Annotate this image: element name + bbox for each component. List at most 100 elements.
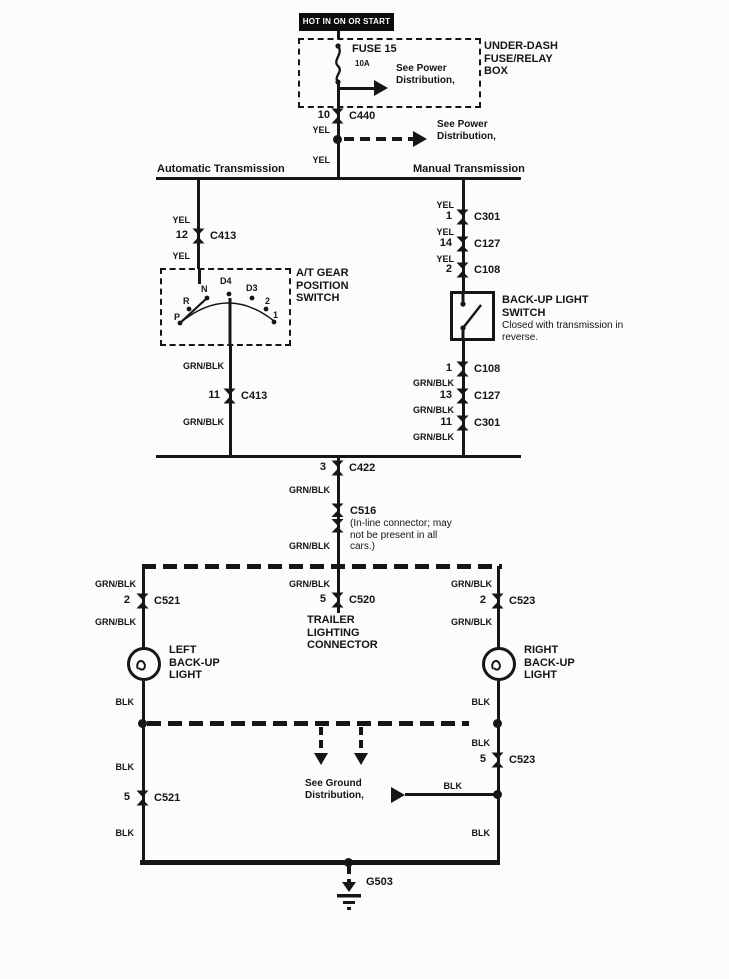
arrow-right-icon bbox=[413, 131, 427, 147]
c301-top-connector-icon bbox=[456, 209, 469, 225]
gear-position-p: P bbox=[174, 312, 181, 322]
wire-color-label: BLK bbox=[115, 828, 135, 838]
wire-color-label: GRN/BLK bbox=[183, 417, 224, 427]
c521-bottom-label: C521 bbox=[154, 792, 181, 804]
backup-light-switch-label: BACK-UP LIGHT SWITCH bbox=[502, 294, 589, 319]
wire-color-label: BLK bbox=[115, 697, 135, 707]
gear-position-d4: D4 bbox=[220, 276, 232, 286]
c520-pin: 5 bbox=[319, 593, 326, 605]
wire-color-label: GRN/BLK bbox=[95, 617, 136, 627]
c520-label: C520 bbox=[349, 594, 376, 606]
fuse-icon bbox=[335, 43, 341, 85]
switch-contact-icon bbox=[460, 294, 482, 339]
wire-color-label: BLK bbox=[471, 697, 491, 707]
wire-color-label: GRN/BLK bbox=[413, 378, 454, 388]
c440-pin: 10 bbox=[317, 109, 330, 121]
wire-color-label: YEL bbox=[312, 155, 330, 165]
section-title-manual: Manual Transmission bbox=[413, 163, 525, 175]
c127-top-label: C127 bbox=[474, 238, 501, 250]
c108-top-label: C108 bbox=[474, 264, 501, 276]
c521-bottom-pin: 5 bbox=[123, 791, 130, 803]
c413-bottom-pin: 11 bbox=[208, 389, 220, 401]
wire-color-label: YEL bbox=[436, 227, 454, 237]
backup-light-switch-box bbox=[450, 291, 495, 341]
c516-note: (In-line connector; may not be present i… bbox=[350, 518, 452, 552]
gear-selector-icon bbox=[177, 268, 277, 346]
section-title-automatic: Automatic Transmission bbox=[157, 163, 285, 175]
c127-bottom-pin: 13 bbox=[439, 389, 452, 401]
c301-top-pin: 1 bbox=[445, 210, 452, 222]
dashed-wire bbox=[347, 866, 351, 882]
wire-color-label: GRN/BLK bbox=[289, 541, 330, 551]
see-ground-note: See Ground Distribution, bbox=[305, 778, 364, 801]
fuse-relay-box bbox=[298, 38, 481, 108]
c523-bottom-label: C523 bbox=[509, 754, 536, 766]
wire-color-label: GRN/BLK bbox=[183, 361, 224, 371]
c301-top-label: C301 bbox=[474, 211, 501, 223]
c516-label: C516 bbox=[350, 505, 377, 517]
wire-color-label: BLK bbox=[443, 781, 463, 791]
c108-bottom-connector-icon bbox=[456, 361, 469, 377]
c413-bottom-label: C413 bbox=[241, 390, 268, 402]
wire-color-label: YEL bbox=[436, 254, 454, 264]
bus-wire bbox=[140, 860, 500, 865]
ground-icon bbox=[337, 882, 361, 910]
c413-bottom-connector-icon bbox=[223, 388, 236, 404]
c523-top-label: C523 bbox=[509, 595, 536, 607]
junction-dot bbox=[138, 719, 147, 728]
wire bbox=[197, 179, 200, 269]
c413-top-pin: 12 bbox=[175, 229, 188, 241]
c422-label: C422 bbox=[349, 462, 376, 474]
arrow-right-icon bbox=[374, 80, 388, 96]
bus-wire bbox=[156, 455, 521, 458]
wire-color-label: YEL bbox=[172, 215, 190, 225]
wire-color-label: GRN/BLK bbox=[413, 405, 454, 415]
dashed-wire bbox=[319, 727, 323, 754]
c301-bottom-connector-icon bbox=[456, 415, 469, 431]
c127-top-pin: 14 bbox=[439, 237, 452, 249]
see-power-note: See Power Distribution, bbox=[437, 119, 496, 142]
right-backup-light-bulb bbox=[482, 647, 516, 681]
c523-top-pin: 2 bbox=[479, 594, 486, 606]
ground-label: G503 bbox=[366, 876, 393, 888]
wire-color-label: GRN/BLK bbox=[451, 617, 492, 627]
wire bbox=[337, 84, 340, 179]
left-backup-light-label: LEFT BACK-UP LIGHT bbox=[169, 644, 220, 681]
c108-bottom-pin: 1 bbox=[445, 362, 452, 374]
at-gear-switch-label: A/T GEAR POSITION SWITCH bbox=[296, 267, 349, 304]
fuse-box-label: UNDER-DASH FUSE/RELAY BOX bbox=[484, 40, 558, 77]
right-backup-light-label: RIGHT BACK-UP LIGHT bbox=[524, 644, 575, 681]
wire-color-label: GRN/BLK bbox=[451, 579, 492, 589]
wire bbox=[405, 793, 499, 796]
wire bbox=[462, 179, 465, 293]
dashed-ground-bus bbox=[147, 721, 469, 726]
wire-color-label: GRN/BLK bbox=[289, 485, 330, 495]
wire-color-label: BLK bbox=[471, 738, 491, 748]
c108-top-connector-icon bbox=[456, 262, 469, 278]
gear-position-1: 1 bbox=[273, 310, 279, 320]
gear-position-2: 2 bbox=[265, 296, 271, 306]
arrow-down-icon bbox=[354, 753, 368, 765]
c523-top-connector-icon bbox=[491, 593, 504, 609]
c523-bottom-connector-icon bbox=[491, 752, 504, 768]
c301-bottom-pin: 11 bbox=[440, 416, 452, 428]
c413-top-label: C413 bbox=[210, 230, 237, 242]
c521-top-pin: 2 bbox=[123, 594, 130, 606]
wire-color-label: GRN/BLK bbox=[95, 579, 136, 589]
gear-position-n: N bbox=[201, 284, 208, 294]
trailer-connector-label: TRAILER LIGHTING CONNECTOR bbox=[307, 614, 378, 651]
junction-dot bbox=[493, 790, 502, 799]
bulb-filament-icon bbox=[491, 659, 501, 671]
c440-connector-icon bbox=[331, 108, 344, 124]
c301-bottom-label: C301 bbox=[474, 417, 501, 429]
c440-label: C440 bbox=[349, 110, 376, 122]
arrow-down-icon bbox=[314, 753, 328, 765]
see-power-note: See Power Distribution, bbox=[396, 63, 455, 86]
junction-dot bbox=[493, 719, 502, 728]
wire-color-label: GRN/BLK bbox=[413, 432, 454, 442]
wire bbox=[142, 681, 145, 863]
gear-position-d3: D3 bbox=[246, 283, 258, 293]
wire bbox=[337, 567, 340, 613]
dashed-wire bbox=[344, 137, 414, 141]
